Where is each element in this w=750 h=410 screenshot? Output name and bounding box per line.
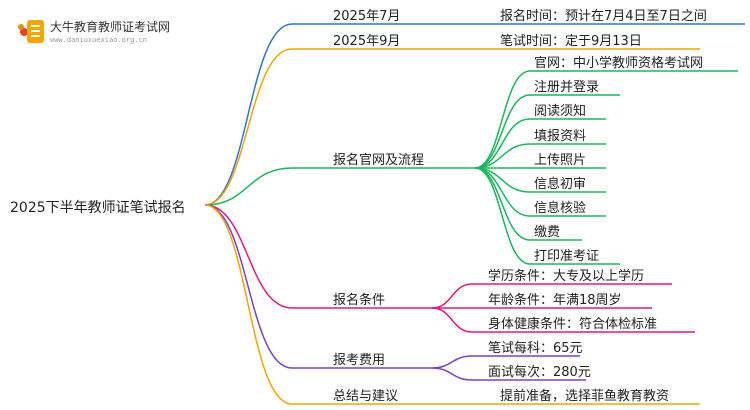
leaf-4-1: 学历条件：大专及以上学历 bbox=[488, 268, 644, 284]
logo-url: www.daniuxuexiao.org.cn bbox=[50, 36, 147, 44]
leaf-4-3: 身体健康条件：符合体检标准 bbox=[488, 316, 657, 332]
leaf-connector-3-9 bbox=[474, 167, 620, 265]
connector-branch-4 bbox=[204, 204, 432, 309]
leaf-connector-4-3 bbox=[431, 307, 695, 333]
branch-4-children bbox=[431, 283, 695, 333]
leaf-connector-3-1 bbox=[474, 70, 738, 169]
logo-name: 大牛教育教师证考试网 bbox=[50, 19, 170, 34]
leaf-4-2: 年龄条件：年满18周岁 bbox=[488, 292, 622, 308]
leaf-5-2: 面试每次：280元 bbox=[488, 364, 591, 380]
branch-label-1: 2025年7月 bbox=[333, 9, 400, 24]
leaf-1-1: 报名时间：预计在7月4日至7日之间 bbox=[500, 8, 707, 24]
leaf-connector-3-6 bbox=[474, 167, 606, 193]
root-connectors bbox=[204, 23, 475, 405]
leaf-6-1: 提前准备，选择菲鱼教育教资 bbox=[500, 388, 669, 404]
leaf-3-8: 缴费 bbox=[534, 225, 560, 240]
leaf-2-1: 笔试时间：定于9月13日 bbox=[500, 33, 642, 49]
connector-branch-3 bbox=[204, 167, 475, 206]
branch-3-children bbox=[474, 70, 738, 265]
branch-5-children bbox=[431, 355, 586, 381]
leaf-3-4: 填报资料 bbox=[534, 129, 586, 144]
leaf-5-1: 笔试每科：65元 bbox=[488, 340, 583, 356]
branch-label-5: 报考费用 bbox=[333, 353, 385, 368]
book-icon bbox=[18, 20, 44, 43]
connector-branch-5 bbox=[204, 204, 432, 369]
branch-label-3: 报名官网及流程 bbox=[333, 152, 424, 168]
leaf-connector-3-3 bbox=[474, 118, 606, 169]
root-topic: 2025下半年教师证笔试报名 bbox=[10, 200, 186, 216]
branch-label-4: 报名条件 bbox=[333, 292, 385, 308]
leaf-3-9: 打印准考证 bbox=[534, 249, 599, 264]
leaf-3-5: 上传照片 bbox=[534, 153, 586, 168]
leaf-connector-5-2 bbox=[431, 367, 586, 381]
leaf-3-3: 阅读须知 bbox=[534, 103, 586, 119]
logo: 大牛教育教师证考试网 www.daniuxuexiao.org.cn bbox=[18, 19, 170, 44]
leaf-connector-3-4 bbox=[474, 143, 606, 169]
leaf-3-6: 信息初审 bbox=[534, 176, 586, 192]
leaf-connector-4-1 bbox=[431, 283, 672, 309]
leaf-3-1: 官网：中小学教师资格考试网 bbox=[534, 55, 703, 71]
connector-branch-6 bbox=[204, 204, 475, 405]
leaf-3-7: 信息核验 bbox=[534, 200, 586, 216]
connector-branch-2 bbox=[204, 48, 475, 206]
branch-label-6: 总结与建议 bbox=[333, 389, 398, 404]
leaf-connector-5-1 bbox=[431, 355, 580, 369]
leaf-connector-3-2 bbox=[474, 94, 620, 169]
branch-label-2: 2025年9月 bbox=[333, 34, 400, 49]
leaf-3-2: 注册并登录 bbox=[534, 80, 599, 95]
connector-branch-1 bbox=[204, 23, 475, 206]
